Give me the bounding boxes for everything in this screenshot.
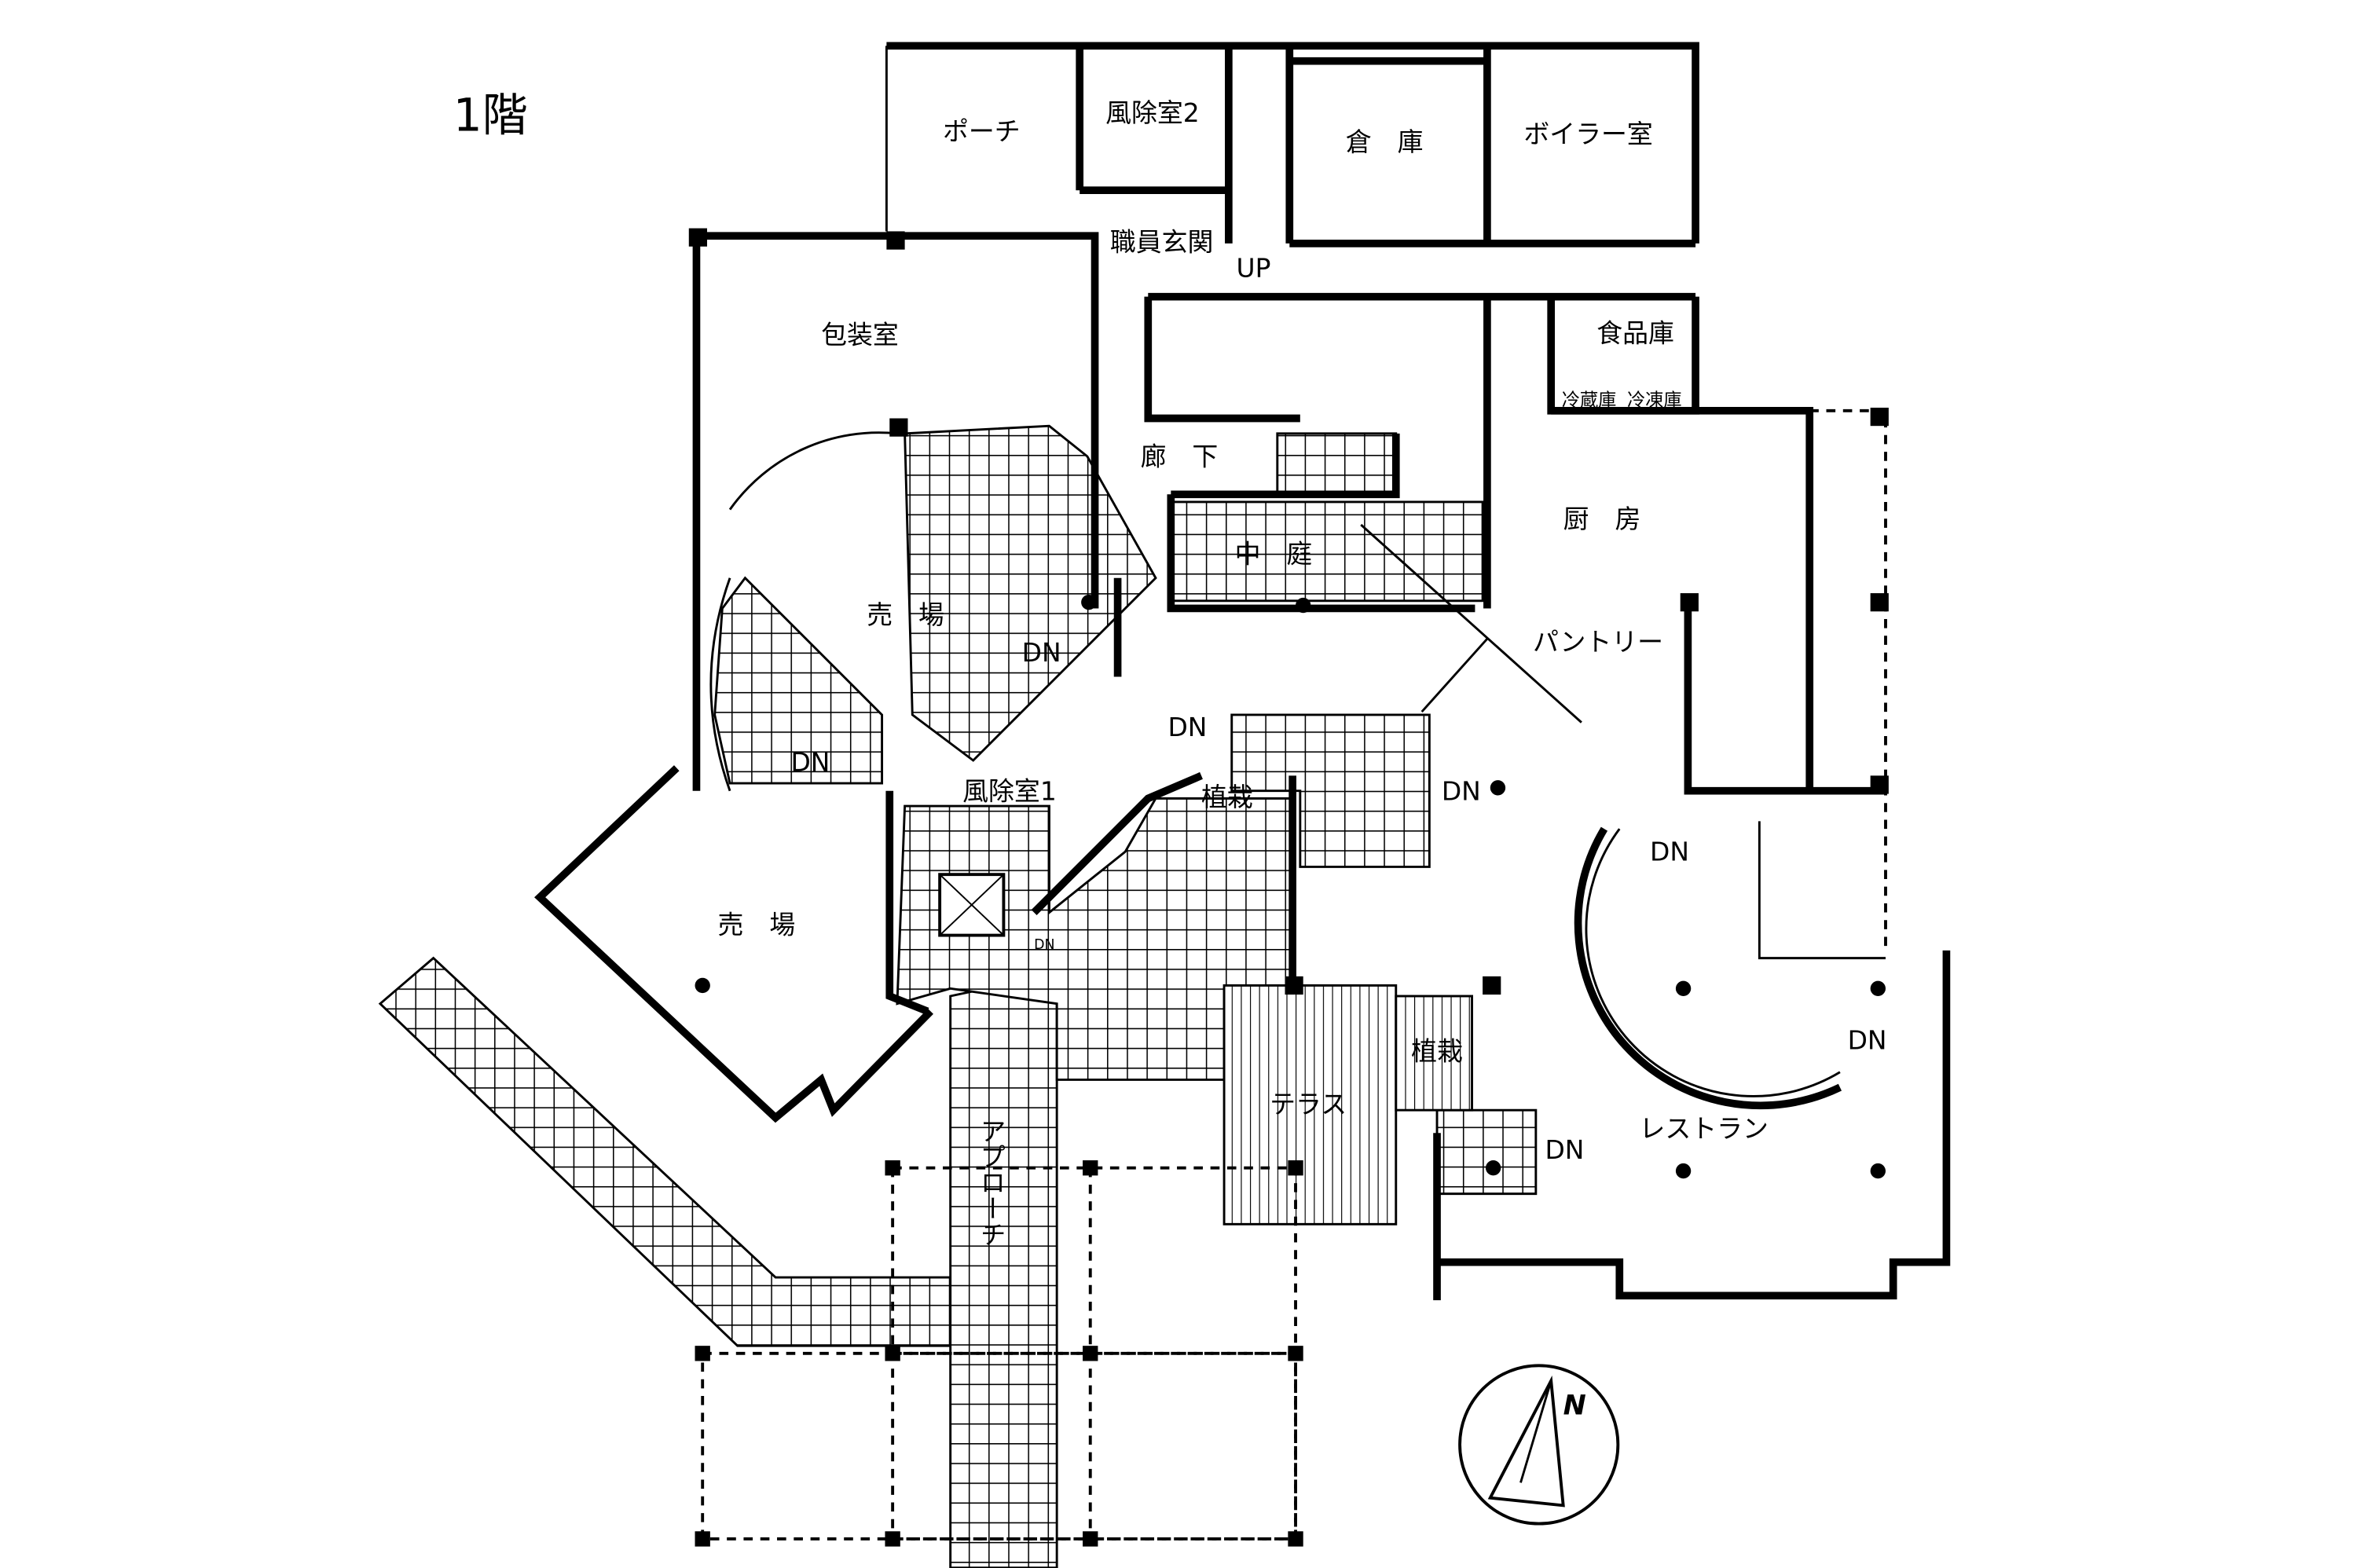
stair-dn-7: DN — [1545, 1134, 1584, 1165]
stair-up: UP — [1237, 253, 1271, 284]
room-kitchen: 厨 房 — [1563, 504, 1641, 534]
room-pantry: パントリー — [1533, 627, 1663, 658]
stair-dn-1: DN — [1022, 637, 1061, 668]
stair-dn-5: DN — [1650, 837, 1689, 867]
room-storage: 倉 庫 — [1346, 126, 1424, 157]
elevator — [938, 873, 1006, 937]
room-freezer: 冷凍庫 — [1627, 390, 1682, 411]
stair-dn-8: DN — [1034, 937, 1054, 953]
columns — [688, 228, 1889, 1547]
stair-markers: UP DN DN DN DN DN DN DN DN — [790, 253, 1886, 1166]
room-porch: ポーチ — [943, 115, 1021, 146]
room-sales2: 売 場 — [718, 910, 796, 940]
stair-dn-3: DN — [790, 747, 830, 778]
room-restaurant: レストラン — [1639, 1113, 1768, 1144]
floor-title: 1階 — [453, 89, 528, 142]
room-approach: アプローチ — [976, 1118, 1006, 1247]
room-corridor: 廊 下 — [1141, 441, 1219, 472]
stair-dn-2: DN — [1168, 712, 1207, 742]
room-courtyard: 中 庭 — [1235, 538, 1313, 569]
compass-north-label: N — [1563, 1390, 1586, 1421]
room-windbreak1: 風除室1 — [962, 775, 1057, 806]
room-labels: ポーチ 風除室2 倉 庫 ボイラー室 職員玄関 包装室 食品庫 冷蔵庫 冷凍庫 … — [718, 97, 1769, 1247]
room-windbreak2: 風除室2 — [1105, 97, 1200, 128]
north-compass: N — [1458, 1364, 1620, 1526]
hatched-paving — [378, 424, 1538, 1568]
room-food-storage: 食品庫 — [1596, 318, 1674, 349]
room-packing: 包装室 — [821, 320, 899, 350]
room-fridge: 冷蔵庫 — [1562, 390, 1617, 411]
room-terrace: テラス — [1270, 1089, 1347, 1119]
room-planting2: 植栽 — [1411, 1035, 1463, 1066]
room-sales1: 売 場 — [867, 599, 944, 630]
stair-dn-4: DN — [1442, 775, 1481, 806]
room-planting1: 植栽 — [1201, 782, 1253, 812]
room-boiler: ボイラー室 — [1523, 119, 1652, 149]
stair-dn-6: DN — [1848, 1025, 1887, 1056]
room-staff-entrance: 職員玄関 — [1110, 227, 1214, 258]
